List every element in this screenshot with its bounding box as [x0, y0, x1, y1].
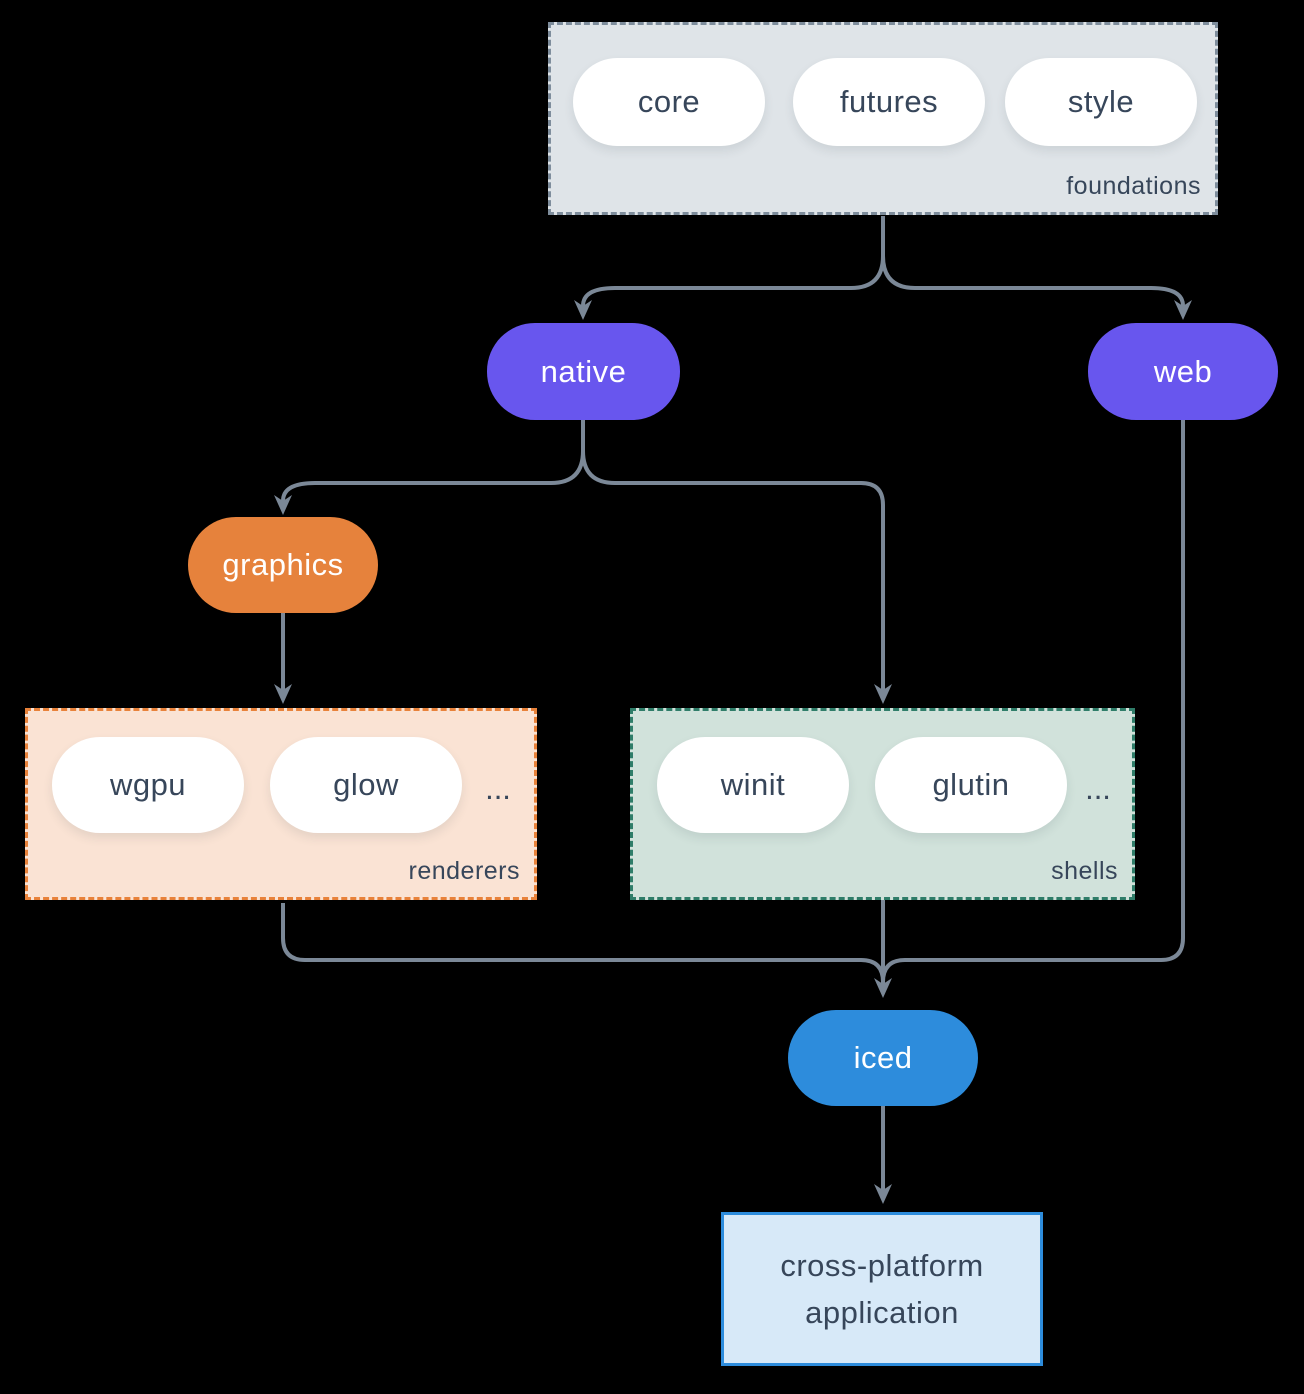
edge-native-shells [581, 450, 892, 704]
pill-futures-label: futures [839, 84, 939, 119]
shells-group: winit glutin ... shells [630, 708, 1135, 900]
edge-renderers-merge [281, 903, 885, 983]
edge-foundations-web [881, 255, 1192, 320]
node-native-label: native [540, 353, 627, 389]
foundations-group-label: foundations [1066, 172, 1201, 200]
node-graphics: graphics [188, 517, 378, 613]
pill-style: style [1005, 58, 1197, 146]
node-iced-label: iced [853, 1040, 913, 1075]
pill-glutin-label: glutin [932, 767, 1010, 802]
node-graphics-label: graphics [222, 547, 344, 582]
node-web: web [1088, 323, 1278, 420]
pill-wgpu-label: wgpu [109, 767, 187, 802]
pill-glutin: glutin [875, 737, 1067, 833]
pill-glow-label: glow [333, 767, 399, 802]
pill-wgpu: wgpu [52, 737, 244, 833]
node-application: cross-platform application [721, 1212, 1043, 1366]
edge-web-merge [881, 420, 1185, 983]
pill-winit-label: winit [720, 767, 786, 802]
renderers-group: wgpu glow ... renderers [25, 708, 537, 900]
shells-group-label: shells [1051, 857, 1118, 885]
pill-style-label: style [1067, 84, 1135, 119]
pill-futures: futures [793, 58, 985, 146]
node-web-label: web [1153, 353, 1213, 389]
node-iced: iced [788, 1010, 978, 1106]
edge-foundations-native [574, 255, 885, 320]
node-native: native [487, 323, 680, 420]
pill-glow: glow [270, 737, 462, 833]
pill-core: core [573, 58, 765, 146]
pill-core-label: core [637, 84, 701, 119]
node-application-line2: application [805, 1295, 959, 1330]
shells-ellipsis: ... [1085, 771, 1111, 806]
edge-native-graphics [274, 450, 585, 515]
pill-winit: winit [657, 737, 849, 833]
renderers-group-label: renderers [408, 857, 520, 885]
renderers-ellipsis: ... [485, 771, 511, 806]
foundations-group: core futures style foundations [548, 22, 1218, 215]
node-application-line1: cross-platform [780, 1248, 984, 1283]
